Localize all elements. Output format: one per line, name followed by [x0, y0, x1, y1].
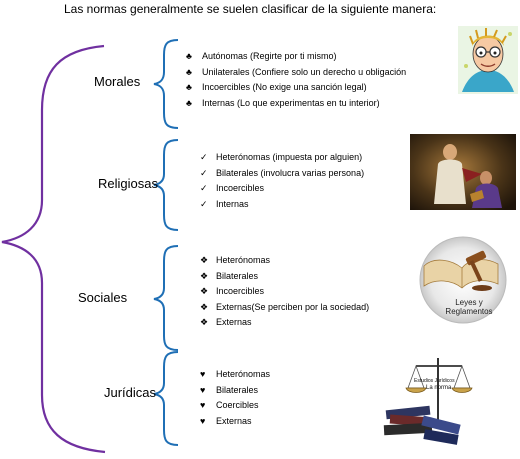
club-icon: ♣ [186, 97, 192, 108]
category-morales: Morales [94, 74, 141, 89]
club-icon: ♣ [186, 51, 192, 61]
category-juridicas: Jurídicas [104, 385, 157, 400]
scales-label-main: La norma [426, 385, 452, 391]
club-icon: ♣ [186, 82, 192, 92]
list-item: ✓Incoercibles [200, 181, 364, 197]
brace-juridicas [153, 351, 179, 446]
category-sociales: Sociales [78, 290, 128, 305]
heart-icon: ♥ [200, 384, 206, 395]
list-item: ❖Incoercibles [200, 284, 369, 300]
religious-painting-image [410, 134, 516, 210]
check-icon: ✓ [200, 198, 208, 209]
justice-scales-image: Estudios Jurídicos La norma [380, 356, 480, 448]
list-item: ♥Externas [200, 414, 270, 430]
diamond-icon: ❖ [200, 270, 209, 281]
diamond-icon: ❖ [200, 317, 209, 327]
morales-list: ♣Autónomas (Regirte por ti mismo) ♣Unila… [186, 49, 406, 111]
list-item: ✓Internas [200, 197, 364, 213]
list-item: ♥Heterónomas [200, 367, 270, 383]
scales-label-top: Estudios Jurídicos [414, 378, 455, 384]
list-item: ♣Unilaterales (Confiere solo un derecho … [186, 65, 406, 81]
juridicas-list: ♥Heterónomas ♥Bilaterales ♥Coercibles ♥E… [200, 367, 270, 429]
list-item: ♣Internas (Lo que experimentas en tu int… [186, 96, 406, 112]
brace-sociales [153, 245, 179, 351]
club-icon: ♣ [186, 66, 192, 77]
cartoon-face-image [458, 26, 518, 94]
list-item: ❖Heterónomas [200, 253, 369, 269]
heart-icon: ♥ [200, 400, 206, 410]
religiosas-list: ✓Heterónomas (impuesta por alguien) ✓Bil… [200, 150, 364, 212]
diamond-icon: ❖ [200, 301, 209, 312]
check-icon: ✓ [200, 152, 208, 162]
list-item: ♥Coercibles [200, 398, 270, 414]
laws-image: Leyes y Reglamentos [412, 236, 514, 324]
list-item: ♣Autónomas (Regirte por ti mismo) [186, 49, 406, 65]
list-item: ❖Bilaterales [200, 269, 369, 285]
heart-icon: ♥ [200, 369, 206, 379]
list-item: ✓Heterónomas (impuesta por alguien) [200, 150, 364, 166]
check-icon: ✓ [200, 167, 208, 178]
gavel-book-icon [419, 236, 507, 324]
laws-caption: Leyes y Reglamentos [445, 298, 493, 316]
brace-religiosas [153, 139, 179, 231]
brace-morales [153, 39, 179, 129]
list-item: ❖Externas(Se perciben por la sociedad) [200, 300, 369, 316]
scales-books-icon [383, 358, 473, 445]
diamond-icon: ❖ [200, 255, 209, 265]
heart-icon: ♥ [200, 415, 206, 426]
main-brace [1, 44, 106, 454]
list-item: ✓Bilaterales (involucra varias persona) [200, 166, 364, 182]
diamond-icon: ❖ [200, 286, 209, 296]
list-item: ♣Incoercibles (No exige una sanción lega… [186, 80, 406, 96]
check-icon: ✓ [200, 183, 208, 193]
list-item: ❖Externas [200, 315, 369, 331]
sociales-list: ❖Heterónomas ❖Bilaterales ❖Incoercibles … [200, 253, 369, 331]
category-religiosas: Religiosas [98, 176, 158, 191]
page-title: Las normas generalmente se suelen clasif… [64, 2, 437, 16]
list-item: ♥Bilaterales [200, 383, 270, 399]
